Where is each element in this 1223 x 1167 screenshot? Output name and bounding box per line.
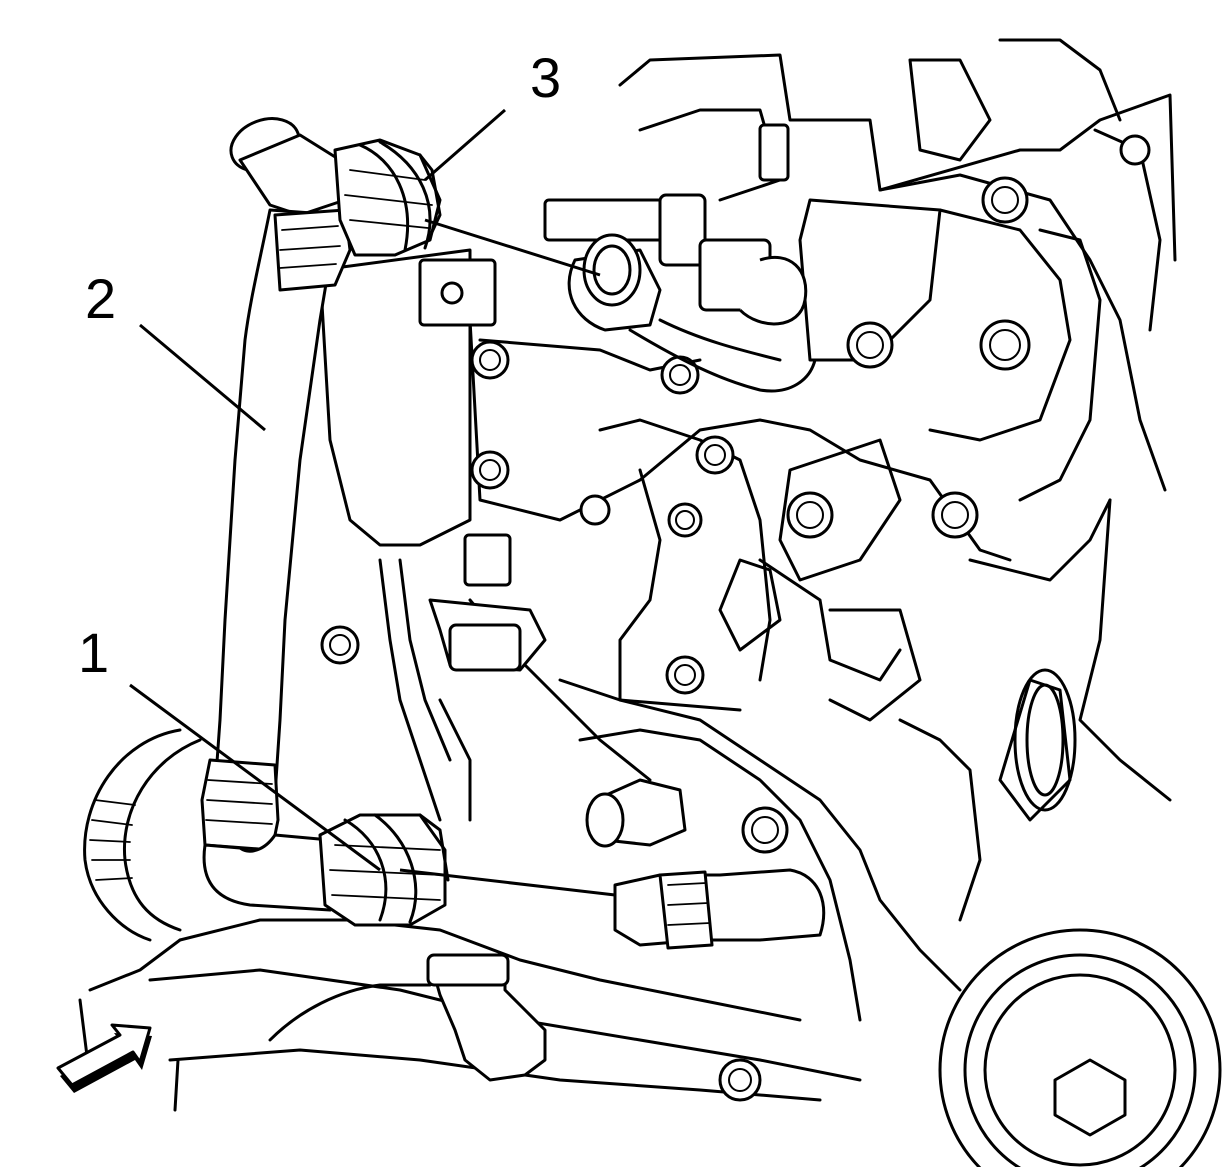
bolt-icon <box>579 494 611 526</box>
bolt-icon <box>660 355 700 395</box>
engine-block-outline <box>78 38 1222 1167</box>
bolt-icon <box>741 806 789 854</box>
upper-port <box>567 233 662 332</box>
bolt-icon <box>718 1058 762 1102</box>
lower-port <box>585 778 826 950</box>
bolt-icon <box>320 625 360 665</box>
leader-line-1b <box>399 868 616 897</box>
upper-fittings <box>543 123 817 393</box>
leader-line-3a <box>424 108 506 182</box>
bolt-icon <box>1119 134 1151 166</box>
leader-line-2 <box>139 323 266 432</box>
lower-hose <box>268 953 547 1082</box>
bolt-icon <box>667 502 703 538</box>
bolt-icon <box>665 655 705 695</box>
bolt-icon <box>846 321 894 369</box>
central-bracket <box>318 248 547 822</box>
callout-3: 3 <box>530 46 561 109</box>
callout-1: 1 <box>78 621 109 684</box>
bolt-icon <box>979 319 1031 371</box>
hose-2 <box>200 117 352 912</box>
bolt-icon <box>470 340 510 380</box>
connector-1 <box>318 813 450 927</box>
bolt-icon <box>786 491 834 539</box>
bolt-icon <box>981 176 1029 224</box>
leader-line-1a <box>129 683 381 872</box>
callout-2: 2 <box>85 267 116 330</box>
leader-lines <box>129 108 616 897</box>
bolt-icon <box>470 450 510 490</box>
bolt-icon <box>695 435 735 475</box>
connector-3 <box>333 138 442 257</box>
view-direction-arrow-icon <box>56 1023 152 1093</box>
leader-line-3b <box>424 218 601 277</box>
bolt-icon <box>931 491 979 539</box>
bolts <box>320 134 1151 1102</box>
